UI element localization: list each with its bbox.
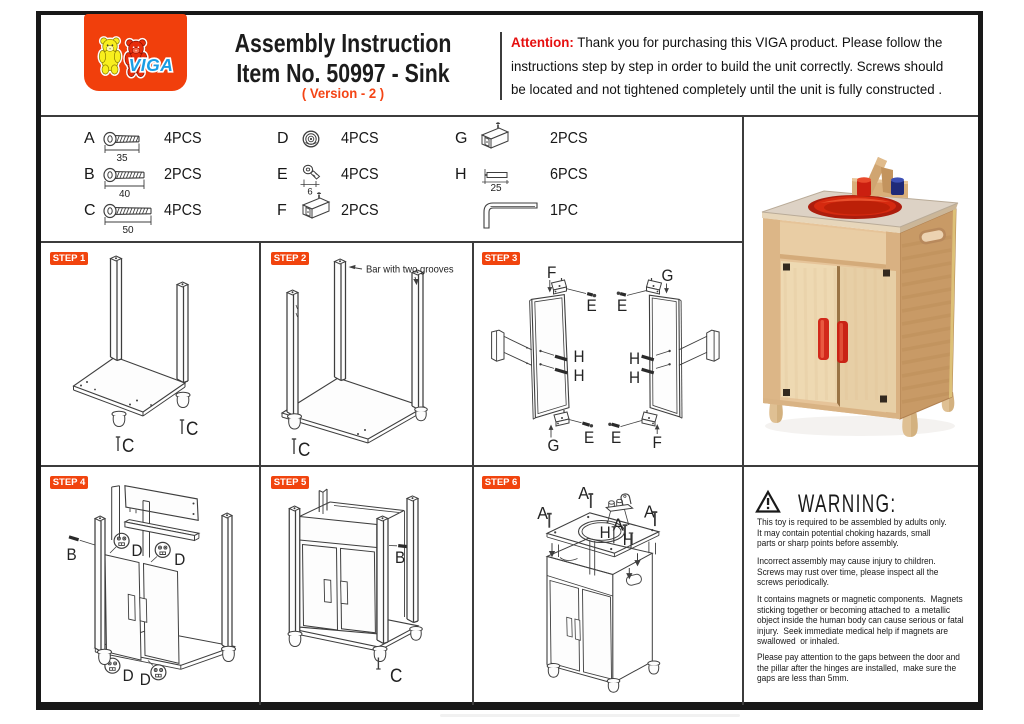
svg-text:E: E: [584, 428, 594, 447]
svg-text:VIGA: VIGA: [129, 55, 174, 75]
svg-text:C: C: [390, 665, 402, 686]
svg-text:D: D: [174, 550, 185, 569]
svg-text:E: E: [617, 296, 627, 315]
svg-text:A: A: [537, 503, 548, 523]
svg-text:C: C: [122, 435, 134, 456]
svg-text:G: G: [548, 436, 560, 455]
svg-text:F: F: [547, 263, 556, 282]
svg-text:A: A: [613, 515, 624, 535]
svg-text:H: H: [574, 366, 585, 385]
svg-text:A: A: [578, 483, 589, 503]
svg-text:H: H: [574, 347, 585, 366]
svg-text:50: 50: [122, 225, 134, 236]
svg-text:6: 6: [307, 187, 312, 198]
svg-text:H: H: [600, 523, 611, 542]
svg-text:D: D: [132, 541, 143, 560]
svg-text:D: D: [123, 666, 134, 685]
svg-text:E: E: [611, 428, 621, 447]
svg-text:C: C: [298, 439, 310, 460]
svg-text:B: B: [67, 545, 77, 564]
svg-text:H: H: [629, 368, 640, 387]
svg-text:B: B: [395, 548, 405, 567]
svg-text:25: 25: [490, 183, 502, 194]
svg-text:35: 35: [116, 153, 128, 164]
svg-text:G: G: [662, 266, 674, 285]
svg-text:E: E: [587, 296, 597, 315]
svg-text:A: A: [644, 502, 655, 522]
svg-text:40: 40: [119, 189, 131, 200]
svg-text:H: H: [629, 349, 640, 368]
svg-text:D: D: [140, 670, 151, 689]
svg-text:Bar with two grooves: Bar with two grooves: [366, 264, 454, 276]
svg-text:F: F: [653, 433, 662, 452]
svg-text:H: H: [623, 530, 634, 549]
svg-text:C: C: [186, 418, 198, 439]
